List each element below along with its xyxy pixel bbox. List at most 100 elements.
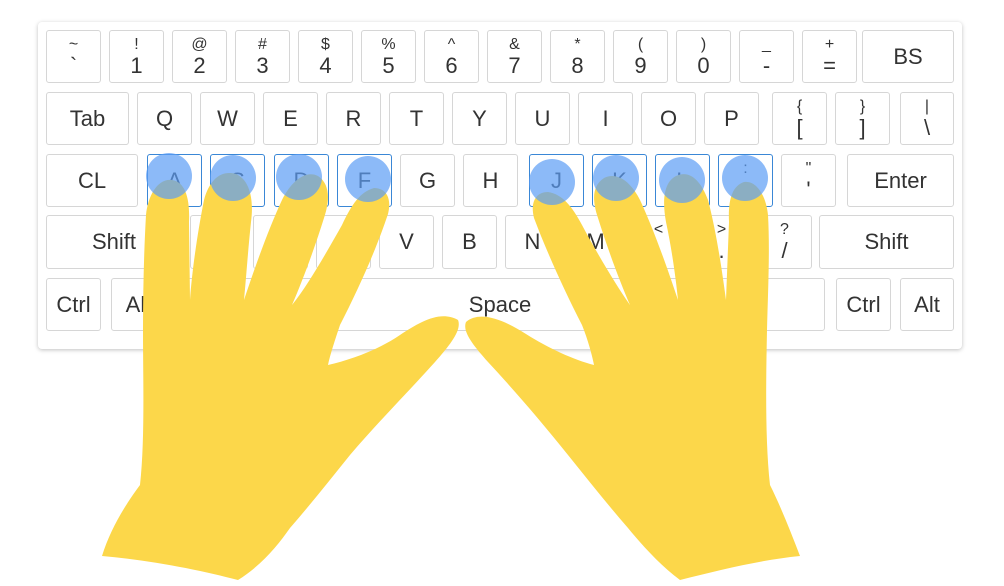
keyboard: ~` !1 @2 #3 $4 %5 ^6 &7 *8 (9 )0 _- += B… xyxy=(38,22,962,349)
key-b[interactable]: B xyxy=(442,215,497,269)
key-6[interactable]: ^6 xyxy=(424,30,479,83)
key-alt-right[interactable]: Alt xyxy=(900,278,954,331)
key-slash[interactable]: ?/ xyxy=(757,215,812,269)
key-1[interactable]: !1 xyxy=(109,30,164,83)
key-base-label: 9 xyxy=(634,52,647,78)
key-d[interactable]: D xyxy=(274,154,329,207)
key-shift-label: _ xyxy=(762,35,771,53)
key-space[interactable]: Space xyxy=(175,278,825,331)
key-close-bracket[interactable]: }] xyxy=(835,92,890,145)
key-l[interactable]: L xyxy=(655,154,710,207)
key-shift-label: # xyxy=(258,35,267,53)
key-w[interactable]: W xyxy=(200,92,255,145)
key-o[interactable]: O xyxy=(641,92,696,145)
key-ctrl-left[interactable]: Ctrl xyxy=(46,278,101,331)
key-f[interactable]: F xyxy=(337,154,392,207)
key-7[interactable]: &7 xyxy=(487,30,542,83)
key-period[interactable]: >. xyxy=(694,215,749,269)
key-base-label: 5 xyxy=(382,52,395,78)
key-shift-label: % xyxy=(381,35,396,53)
key-h[interactable]: H xyxy=(463,154,518,207)
key-shift-label: : xyxy=(743,159,748,177)
key-i[interactable]: I xyxy=(578,92,633,145)
key-y[interactable]: Y xyxy=(452,92,507,145)
key-base-label: / xyxy=(781,238,788,263)
key-alt-left[interactable]: Alt xyxy=(111,278,166,331)
key-comma[interactable]: <, xyxy=(631,215,686,269)
key-ctrl-right[interactable]: Ctrl xyxy=(836,278,891,331)
key-base-label: ' xyxy=(806,176,811,202)
key-shift-label: ) xyxy=(700,35,707,53)
key-shift-label: & xyxy=(509,35,520,53)
key-shift-label: ? xyxy=(780,221,789,238)
key-shift-label: @ xyxy=(191,35,208,53)
key-minus[interactable]: _- xyxy=(739,30,794,83)
key-4[interactable]: $4 xyxy=(298,30,353,83)
key-base-label: ] xyxy=(859,114,866,140)
key-shift-label: $ xyxy=(321,35,330,53)
key-shift-label: * xyxy=(574,35,581,53)
key-p[interactable]: P xyxy=(704,92,759,145)
key-equals[interactable]: += xyxy=(802,30,857,83)
key-c[interactable]: C xyxy=(316,215,371,269)
key-base-label: - xyxy=(762,52,771,78)
key-n[interactable]: N xyxy=(505,215,560,269)
key-x[interactable]: X xyxy=(253,215,308,269)
key-t[interactable]: T xyxy=(389,92,444,145)
key-g[interactable]: G xyxy=(400,154,455,207)
key-shift-label: + xyxy=(824,35,835,53)
key-semicolon[interactable]: :; xyxy=(718,154,773,207)
key-shift-label: { xyxy=(796,97,803,115)
key-tab[interactable]: Tab xyxy=(46,92,129,145)
key-v[interactable]: V xyxy=(379,215,434,269)
key-base-label: 8 xyxy=(571,52,584,78)
key-shift-label: > xyxy=(716,221,727,238)
key-shift-label: ^ xyxy=(447,35,456,53)
key-backspace[interactable]: BS xyxy=(862,30,954,83)
key-5[interactable]: %5 xyxy=(361,30,416,83)
key-shift-label: | xyxy=(924,97,930,115)
key-2[interactable]: @2 xyxy=(172,30,227,83)
key-shift-label: ~ xyxy=(68,35,79,53)
key-z[interactable]: Z xyxy=(190,215,245,269)
key-base-label: 2 xyxy=(193,52,206,78)
key-quote[interactable]: "' xyxy=(781,154,836,207)
key-s[interactable]: S xyxy=(210,154,265,207)
key-base-label: = xyxy=(823,52,836,78)
key-base-label: ; xyxy=(742,176,749,202)
key-9[interactable]: (9 xyxy=(613,30,668,83)
key-k[interactable]: K xyxy=(592,154,647,207)
key-base-label: 0 xyxy=(697,52,710,78)
key-base-label: , xyxy=(655,238,662,263)
key-base-label: ` xyxy=(69,52,78,78)
key-shift-left[interactable]: Shift xyxy=(46,215,182,269)
key-base-label: 4 xyxy=(319,52,332,78)
key-u[interactable]: U xyxy=(515,92,570,145)
key-base-label: 7 xyxy=(508,52,521,78)
key-shift-label: } xyxy=(859,97,866,115)
key-r[interactable]: R xyxy=(326,92,381,145)
key-8[interactable]: *8 xyxy=(550,30,605,83)
key-m[interactable]: M xyxy=(568,215,623,269)
key-base-label: 6 xyxy=(445,52,458,78)
key-j[interactable]: J xyxy=(529,154,584,207)
key-caps-lock[interactable]: CL xyxy=(46,154,138,207)
key-base-label: [ xyxy=(796,114,803,140)
key-backtick[interactable]: ~` xyxy=(46,30,101,83)
key-open-bracket[interactable]: {[ xyxy=(772,92,827,145)
key-3[interactable]: #3 xyxy=(235,30,290,83)
key-shift-label: " xyxy=(805,159,812,177)
key-e[interactable]: E xyxy=(263,92,318,145)
key-base-label: 1 xyxy=(130,52,143,78)
key-q[interactable]: Q xyxy=(137,92,192,145)
key-shift-right[interactable]: Shift xyxy=(819,215,954,269)
key-0[interactable]: )0 xyxy=(676,30,731,83)
key-shift-label: ( xyxy=(637,35,644,53)
key-a[interactable]: A xyxy=(147,154,202,207)
key-backslash[interactable]: |\ xyxy=(900,92,954,145)
key-enter[interactable]: Enter xyxy=(847,154,954,207)
key-base-label: . xyxy=(718,238,725,263)
key-base-label: 3 xyxy=(256,52,269,78)
key-shift-label: < xyxy=(653,221,664,238)
key-base-label: \ xyxy=(923,114,931,140)
